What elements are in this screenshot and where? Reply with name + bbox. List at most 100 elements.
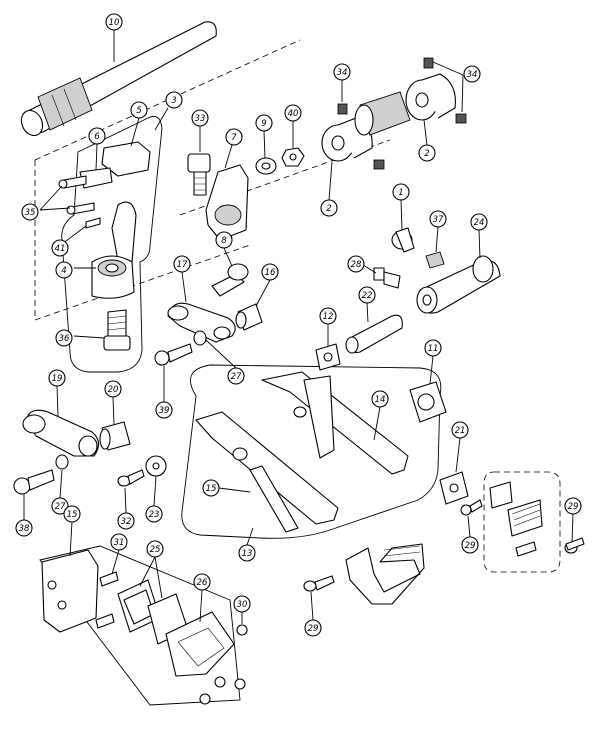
screw-32 [117,469,145,487]
callout-number: 19 [52,374,63,384]
callout-number: 10 [109,18,120,28]
bushing-20 [99,421,131,451]
washer-9 [255,157,277,175]
feed-bar-15 [195,411,339,533]
callout-circle [284,104,302,122]
callout-number: 17 [177,260,188,270]
callout-number: 13 [242,549,253,559]
washer-27-upper [193,330,207,346]
callout-9: 9 [255,114,273,132]
callout-circle [165,91,183,109]
callout-circle [110,533,128,551]
callout-number: 9 [261,119,266,129]
callout-3: 3 [165,91,183,109]
callout-circle [105,13,123,31]
callout-number: 25 [150,545,161,555]
callout-22: 22 [358,286,376,304]
callout-25: 25 [146,540,164,558]
callout-29: 29 [564,497,582,515]
callout-2: 2 [418,144,436,162]
callout-circle [320,199,338,217]
callout-27: 27 [51,497,69,515]
callout-number: 38 [19,524,30,534]
callout-number: 2 [326,204,331,214]
feed-dog-detail-outline [483,471,561,573]
callout-29: 29 [304,619,322,637]
callout-circle [63,505,81,523]
callout-41: 41 [51,239,69,257]
callout-number: 11 [428,344,439,354]
slide-block-11 [409,381,447,423]
callout-circle [173,255,191,273]
callout-34: 34 [333,63,351,81]
bracket-3 [79,141,151,299]
callout-number: 6 [94,132,100,142]
callout-number: 29 [568,502,579,512]
screw-38 [13,469,55,495]
callout-24: 24 [470,213,488,231]
set-screws-34 [337,57,467,170]
stud-8 [211,263,249,297]
callout-circle [225,128,243,146]
callout-circle [333,63,351,81]
callout-circle [238,544,256,562]
callout-20: 20 [104,380,122,398]
callout-number: 12 [323,312,334,322]
callout-circle [48,369,66,387]
callout-circle [470,213,488,231]
callout-circle [146,540,164,558]
callout-19: 19 [48,369,66,387]
callout-number: 4 [61,266,66,276]
callout-30: 30 [233,595,251,613]
callout-34: 34 [463,65,481,83]
screw-29-b [564,537,585,554]
callout-circle [255,114,273,132]
callout-circle [319,307,337,325]
callout-circle [227,367,245,385]
callout-number: 3 [171,96,176,106]
bushing-1 [391,227,415,253]
callout-circle [55,329,73,347]
shaft-24 [416,255,501,314]
callout-35: 35 [21,203,39,221]
screw-36 [103,309,131,351]
screw-39 [154,343,193,366]
callout-circle [418,144,436,162]
callout-number: 29 [308,624,319,634]
screws-31 [95,571,119,629]
callout-number: 1 [398,188,403,198]
callout-1: 1 [392,183,410,201]
lower-bracket-group-outline [39,545,241,706]
bushing-16 [235,303,263,331]
callout-number: 24 [474,218,485,228]
coupling [354,91,411,136]
callout-circle [564,497,582,515]
callout-circle [130,101,148,119]
callout-number: 27 [55,502,66,512]
callout-40: 40 [284,104,302,122]
callout-number: 30 [237,600,248,610]
callout-circle [424,339,442,357]
callout-10: 10 [105,13,123,31]
callout-circle [371,390,389,408]
clamp-21 [439,471,469,505]
plate-26 [165,611,235,677]
plane-line-3 [34,244,251,321]
callout-28: 28 [347,255,365,273]
callout-4: 4 [55,261,73,279]
collar-2-right [405,73,456,121]
callout-circle [392,183,410,201]
callout-circle [304,619,322,637]
callout-number: 34 [467,70,478,80]
callout-number: 26 [197,578,208,588]
callout-number: 39 [159,406,170,416]
callout-number: 40 [288,109,299,119]
nut-40 [281,147,305,167]
callout-31: 31 [110,533,128,551]
callout-circle [451,421,469,439]
callout-number: 31 [114,538,125,548]
callout-number: 33 [195,114,206,124]
callout-15: 15 [202,479,220,497]
shaft-10 [20,21,217,137]
